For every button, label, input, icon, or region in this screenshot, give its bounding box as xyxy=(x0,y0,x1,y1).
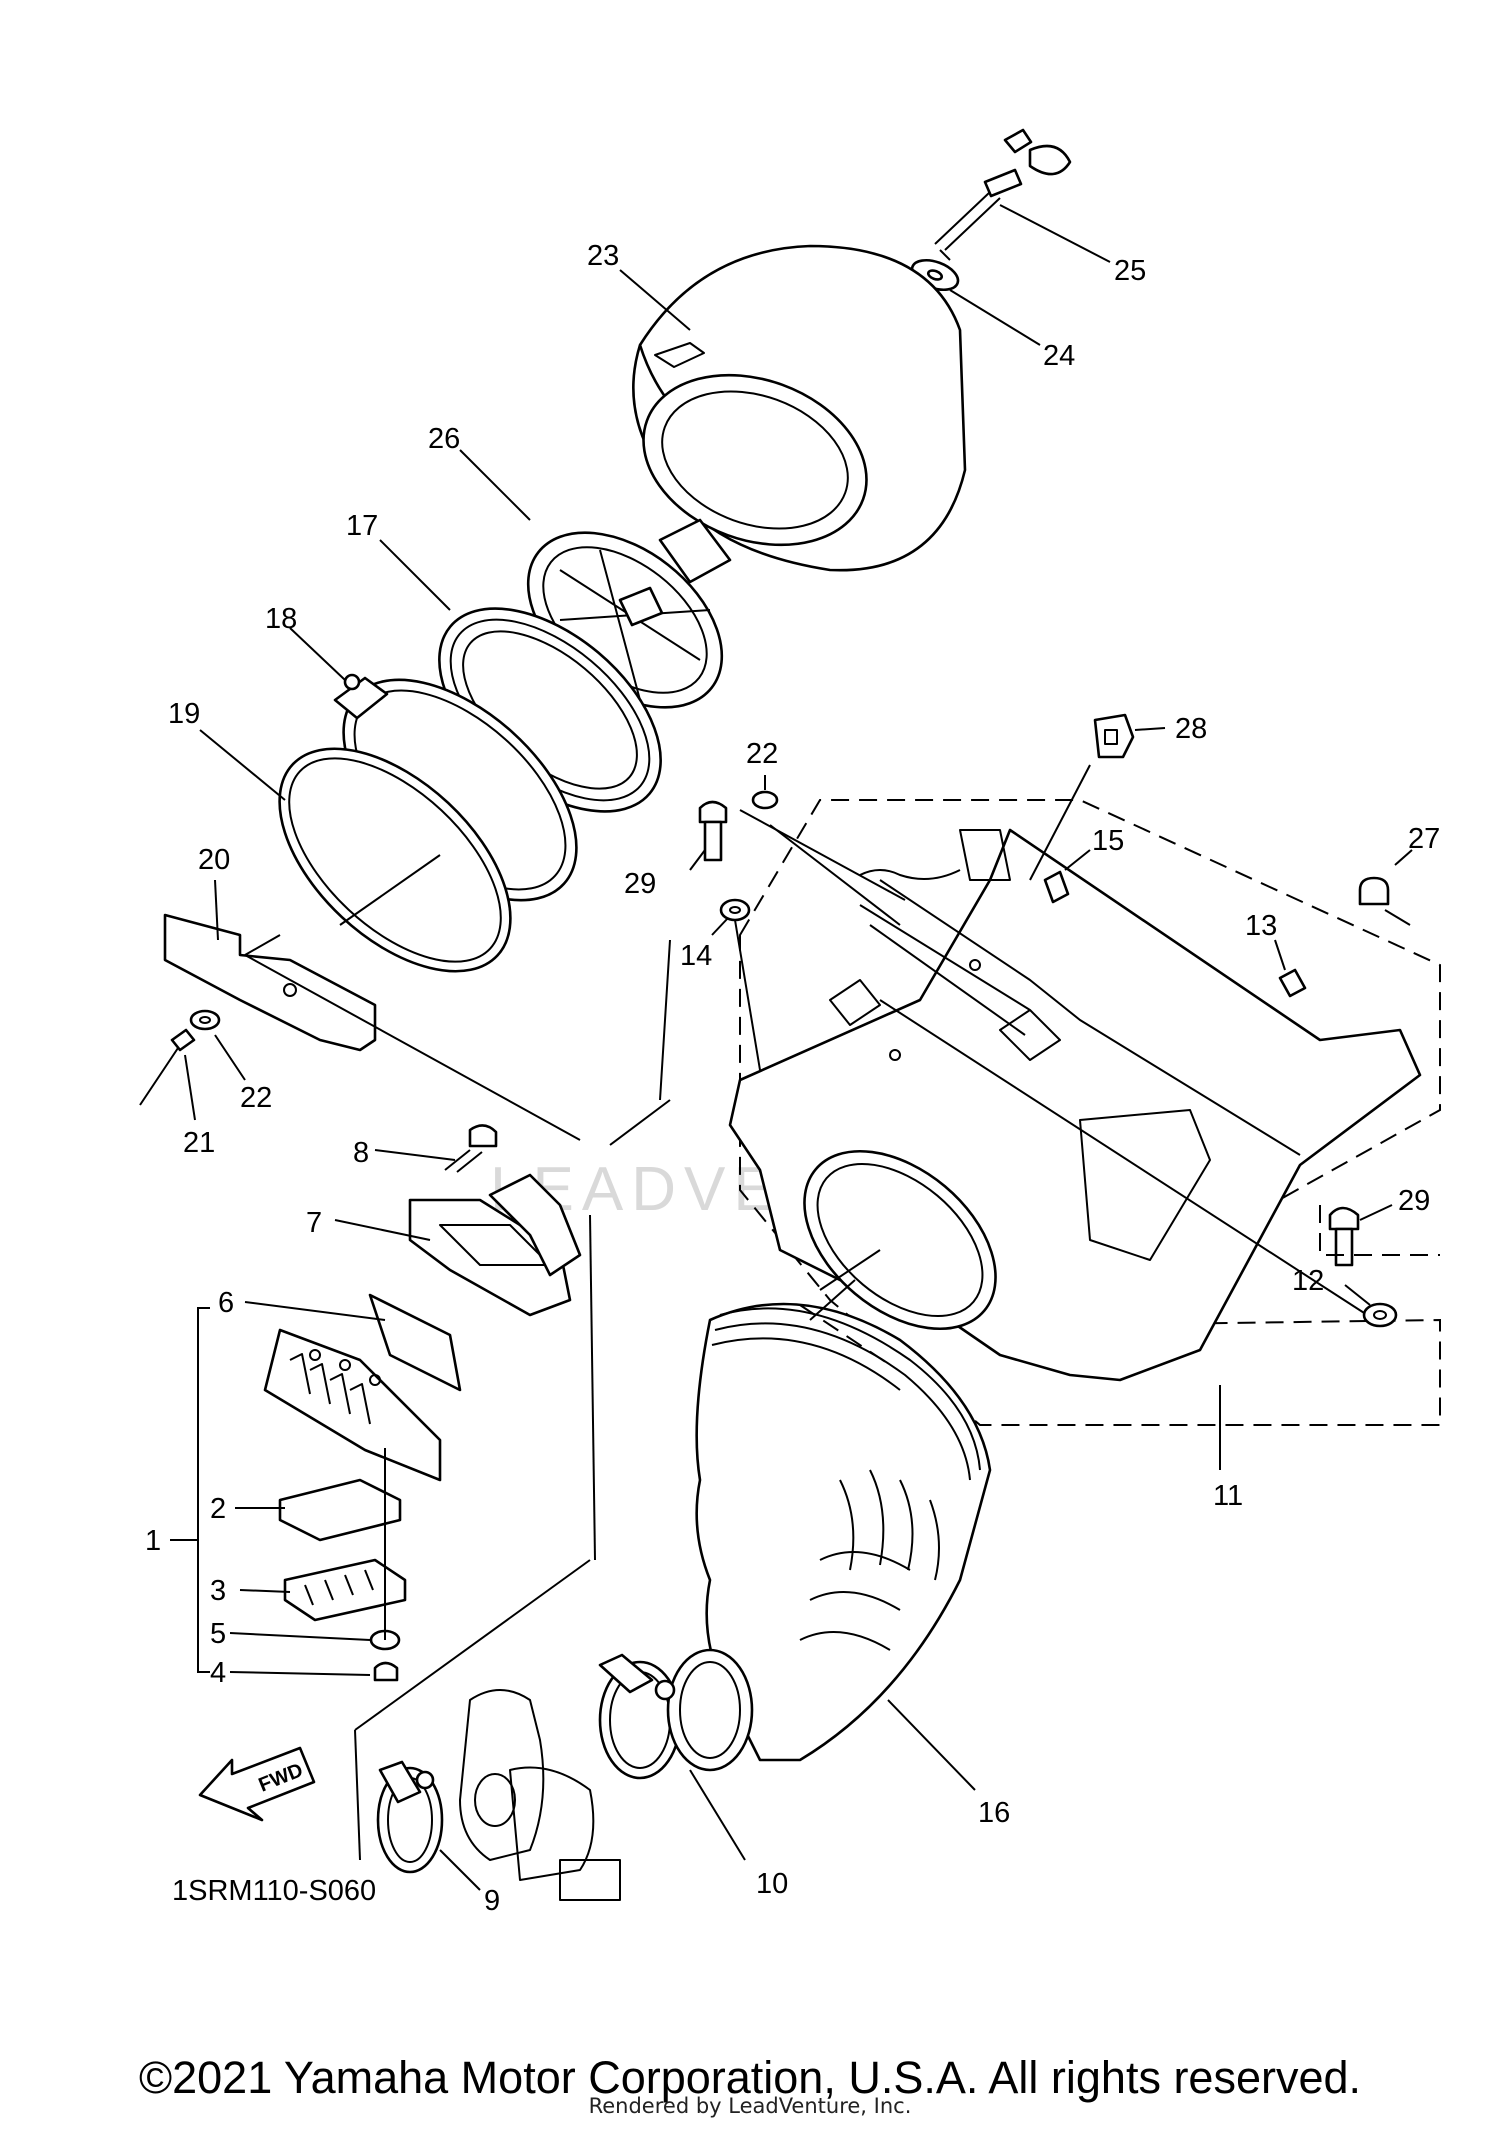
diagram-code: 1SRM110-S060 xyxy=(172,1875,376,1907)
reed-gasket[interactable] xyxy=(408,1173,582,1317)
sealing-ring[interactable] xyxy=(239,707,550,1012)
air-filter-element[interactable] xyxy=(620,244,967,575)
callout-22-left: 22 xyxy=(240,1082,272,1114)
grommet-14[interactable] xyxy=(719,898,751,922)
copyright-notice: ©2021 Yamaha Motor Corporation, U.S.A. A… xyxy=(138,2052,1362,2103)
callout-20: 20 xyxy=(198,844,230,876)
callout-28: 28 xyxy=(1175,713,1207,745)
clip-13[interactable] xyxy=(1278,968,1307,998)
washer-22-left[interactable] xyxy=(189,1009,221,1031)
callout-27: 27 xyxy=(1408,823,1440,855)
bracket-28[interactable] xyxy=(1093,713,1135,759)
callout-21: 21 xyxy=(183,1127,215,1159)
washer-22-right[interactable] xyxy=(751,790,779,810)
wing-bolt[interactable] xyxy=(934,128,1072,261)
callout-3: 3 xyxy=(210,1575,226,1607)
callout-8: 8 xyxy=(353,1137,369,1169)
callout-29-lower: 29 xyxy=(1398,1185,1430,1217)
callout-12: 12 xyxy=(1292,1265,1324,1297)
rivet[interactable] xyxy=(139,1028,196,1106)
callout-25: 25 xyxy=(1114,255,1146,287)
callout-15: 15 xyxy=(1092,825,1124,857)
callout-2: 2 xyxy=(210,1493,226,1525)
clamp-9[interactable] xyxy=(376,1760,444,1874)
cap-27[interactable] xyxy=(1358,876,1390,906)
intake-boot[interactable] xyxy=(695,1302,992,1762)
reed-valve[interactable] xyxy=(263,1293,462,1482)
airbox[interactable] xyxy=(728,828,1422,1382)
callout-9: 9 xyxy=(484,1885,500,1917)
clip-15[interactable] xyxy=(1043,870,1070,904)
screw-4[interactable] xyxy=(373,1661,399,1682)
callout-23: 23 xyxy=(587,240,619,272)
callout-6: 6 xyxy=(218,1287,234,1319)
forward-arrow-icon: FWD xyxy=(198,1746,316,1822)
reed-petal[interactable] xyxy=(278,1478,402,1542)
callout-14: 14 xyxy=(680,940,712,972)
callout-1: 1 xyxy=(145,1525,161,1557)
callout-11: 11 xyxy=(1213,1480,1243,1512)
callout-22-right: 22 xyxy=(746,738,778,770)
callout-5: 5 xyxy=(210,1618,226,1650)
callout-4: 4 xyxy=(210,1657,226,1689)
callout-26: 26 xyxy=(428,423,460,455)
rendered-by-note: Rendered by LeadVenture, Inc. xyxy=(588,2094,912,2118)
callout-16: 16 xyxy=(978,1797,1010,1829)
callout-17: 17 xyxy=(346,510,378,542)
cover-plate[interactable] xyxy=(163,913,377,1052)
reed-stopper[interactable] xyxy=(283,1558,407,1622)
callout-10: 10 xyxy=(756,1868,788,1900)
callout-29-upper: 29 xyxy=(624,868,656,900)
grommet-12[interactable] xyxy=(1362,1302,1398,1328)
callout-24: 24 xyxy=(1043,340,1075,372)
callout-13: 13 xyxy=(1245,910,1277,942)
callout-7: 7 xyxy=(306,1207,322,1239)
callout-19: 19 xyxy=(168,698,200,730)
bolt-8[interactable] xyxy=(444,1124,498,1173)
callout-18: 18 xyxy=(265,603,297,635)
bolt-29-upper[interactable] xyxy=(698,800,728,862)
clamp-18[interactable] xyxy=(304,638,616,941)
carburetor xyxy=(459,1689,621,1901)
bolt-29-lower[interactable] xyxy=(1328,1206,1360,1267)
clamp-10[interactable] xyxy=(598,1648,754,1780)
